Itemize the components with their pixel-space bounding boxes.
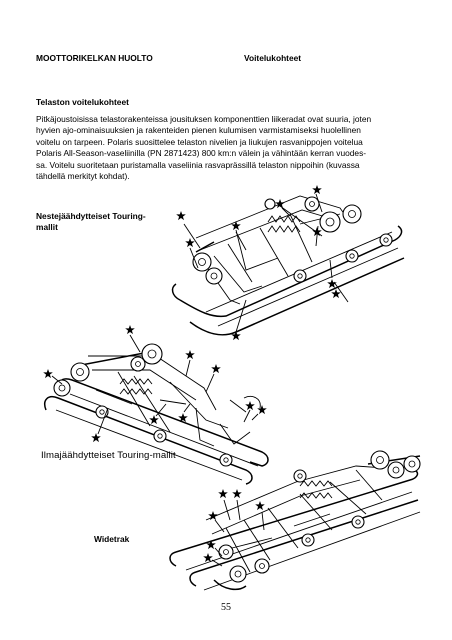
- section-heading: Telaston voitelukohteet: [36, 97, 129, 107]
- page-number: 55: [221, 602, 231, 613]
- grease-point-star-icon: [176, 211, 186, 221]
- grease-point-star-icon: [149, 415, 159, 425]
- paragraph-line: tähdellä merkityt kohdat).: [36, 171, 130, 182]
- figure-label-widetrak: Widetrak: [94, 534, 130, 544]
- header-topic-title: Voitelukohteet: [244, 53, 302, 63]
- header-section-title: MOOTTORIKELKAN HUOLTO: [36, 53, 153, 63]
- paragraph-line: hyvien ajo-ominaisuuksien ja rakenteiden…: [36, 125, 361, 136]
- grease-point-star-icon: [231, 221, 241, 231]
- figure-label-line: Nestejäähdytteiset Touring-: [36, 211, 146, 221]
- suspension-diagram-3: [169, 450, 421, 591]
- figure-label-liquid-cooled: Nestejäähdytteiset Touring- mallit: [36, 211, 146, 233]
- body-paragraph: Pitkäjoustoisissa telastorakenteissa jou…: [36, 114, 420, 182]
- grease-point-star-icon: [203, 553, 213, 563]
- paragraph-line: sa. Voitelu suoritetaan puristamalla vas…: [36, 159, 360, 170]
- grease-point-star-icon: [312, 185, 322, 195]
- suspension-diagram-2: [43, 325, 269, 485]
- grease-point-star-icon: [185, 350, 195, 360]
- grease-point-star-icon: [206, 540, 216, 550]
- grease-point-star-icon: [275, 199, 285, 209]
- figure-label-air-cooled: Ilmajäähdytteiset Touring-mallit: [41, 450, 176, 461]
- paragraph-line: Pitkäjoustoisissa telastorakenteissa jou…: [36, 114, 372, 124]
- grease-point-star-icon: [43, 369, 53, 379]
- suspension-diagram-1: [171, 185, 405, 341]
- grease-point-star-icon: [231, 331, 241, 341]
- paragraph-line: voitelu on tarpeen. Polaris suosittelee …: [36, 136, 363, 147]
- grease-point-star-icon: [257, 405, 267, 415]
- grease-point-star-icon: [245, 401, 255, 411]
- grease-point-star-icon: [255, 501, 265, 511]
- figure-label-line: mallit: [36, 222, 58, 232]
- paragraph-line: Polaris All-Season-vaseliinilla (PN 2871…: [36, 148, 367, 159]
- grease-point-star-icon: [218, 489, 228, 499]
- grease-point-star-icon: [91, 433, 101, 443]
- grease-point-star-icon: [185, 238, 195, 248]
- grease-point-star-icon: [211, 364, 221, 374]
- grease-point-star-icon: [232, 489, 242, 499]
- grease-point-star-icon: [125, 325, 135, 335]
